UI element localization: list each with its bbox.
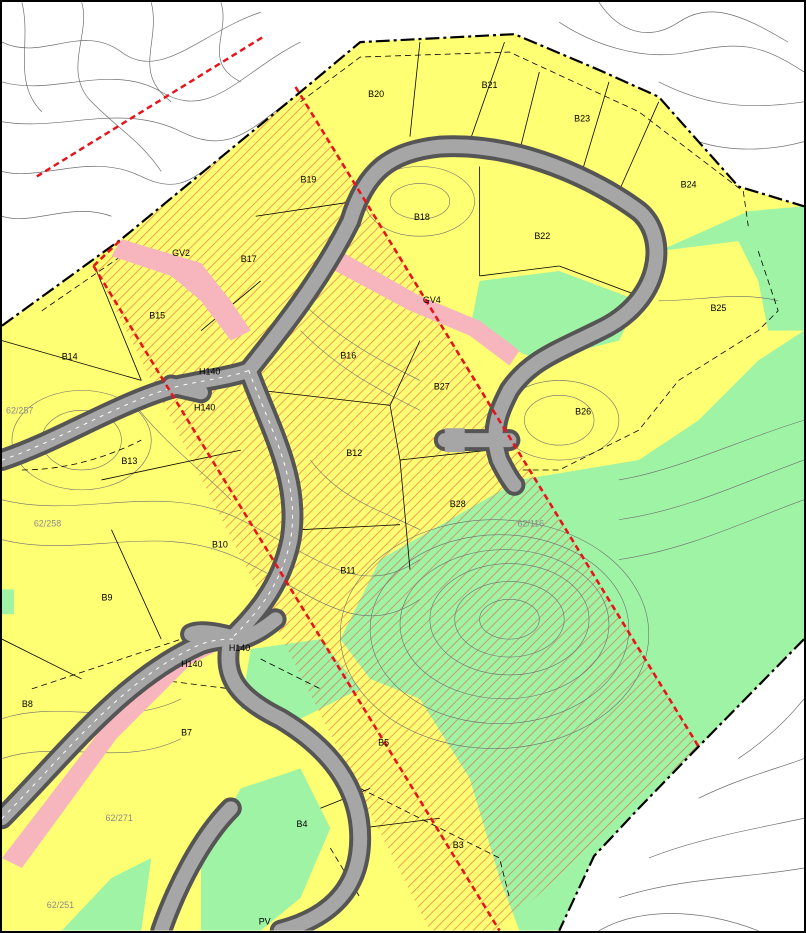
parcel-label: 62/258 bbox=[34, 519, 61, 529]
parcel-label: 62/116 bbox=[517, 519, 544, 529]
code-label-pv: PV bbox=[259, 917, 271, 927]
plot-label: B4 bbox=[297, 819, 308, 829]
code-label-gv2: GV2 bbox=[172, 248, 190, 258]
green-zone-southwest bbox=[61, 858, 152, 931]
parcel-label: 62/251 bbox=[47, 900, 74, 910]
plot-label: B15 bbox=[149, 311, 165, 321]
green-strip-west bbox=[2, 589, 14, 615]
plan-boundary bbox=[2, 33, 804, 327]
terrain-contours bbox=[2, 166, 804, 759]
plot-label: B26 bbox=[575, 406, 591, 416]
plot-label: B14 bbox=[62, 352, 78, 362]
footpath-gv4 bbox=[335, 251, 520, 366]
code-labels: GV2 GV4 H140 H140 H140 H140 PV bbox=[172, 248, 441, 927]
plot-label: B12 bbox=[346, 448, 362, 458]
plot-label: B23 bbox=[574, 114, 590, 124]
turning-head bbox=[444, 428, 465, 453]
footpath-gv2 bbox=[111, 239, 251, 341]
plot-label: B28 bbox=[450, 499, 466, 509]
plot-label: B11 bbox=[340, 565, 355, 575]
plot-label: B3 bbox=[453, 840, 464, 850]
code-label-gv4: GV4 bbox=[423, 295, 441, 305]
code-label-h140: H140 bbox=[229, 643, 250, 653]
plot-label: B9 bbox=[102, 592, 113, 602]
plot-label: B16 bbox=[340, 351, 356, 361]
code-label-h140: H140 bbox=[199, 366, 220, 376]
parcel-label: 62/271 bbox=[105, 813, 132, 823]
parcel-label: 62/257 bbox=[6, 405, 33, 415]
plot-label: B18 bbox=[414, 212, 430, 222]
plot-label: B5 bbox=[378, 738, 389, 748]
plot-labels: B20 B21 B23 B24 B19 B18 B22 B17 B25 B15 … bbox=[22, 80, 726, 850]
plot-label: B17 bbox=[241, 254, 257, 264]
plot-label: B8 bbox=[22, 699, 33, 709]
plot-label: B21 bbox=[482, 80, 498, 90]
parcel-labels: 62/257 62/258 62/116 62/271 62/251 bbox=[6, 405, 544, 910]
plot-label: B27 bbox=[434, 381, 450, 391]
code-label-h140: H140 bbox=[194, 402, 215, 412]
hazard-boundary-line bbox=[36, 36, 264, 178]
plot-label: B20 bbox=[368, 89, 384, 99]
code-label-h140: H140 bbox=[181, 659, 202, 669]
plot-label: B10 bbox=[212, 540, 228, 550]
plan-boundary-south bbox=[558, 638, 804, 931]
plot-label: B19 bbox=[301, 174, 317, 184]
hazard-zone-hatch bbox=[93, 86, 699, 931]
plot-label: B7 bbox=[181, 728, 192, 738]
building-limit-lines bbox=[21, 51, 779, 899]
plot-label: B24 bbox=[681, 179, 697, 189]
plot-label: B13 bbox=[121, 456, 137, 466]
hazard-zone-border bbox=[92, 86, 700, 931]
plot-label: B22 bbox=[534, 231, 550, 241]
footpath-west bbox=[2, 609, 271, 868]
plot-label: B25 bbox=[710, 303, 726, 313]
green-zone-upper bbox=[658, 206, 804, 331]
